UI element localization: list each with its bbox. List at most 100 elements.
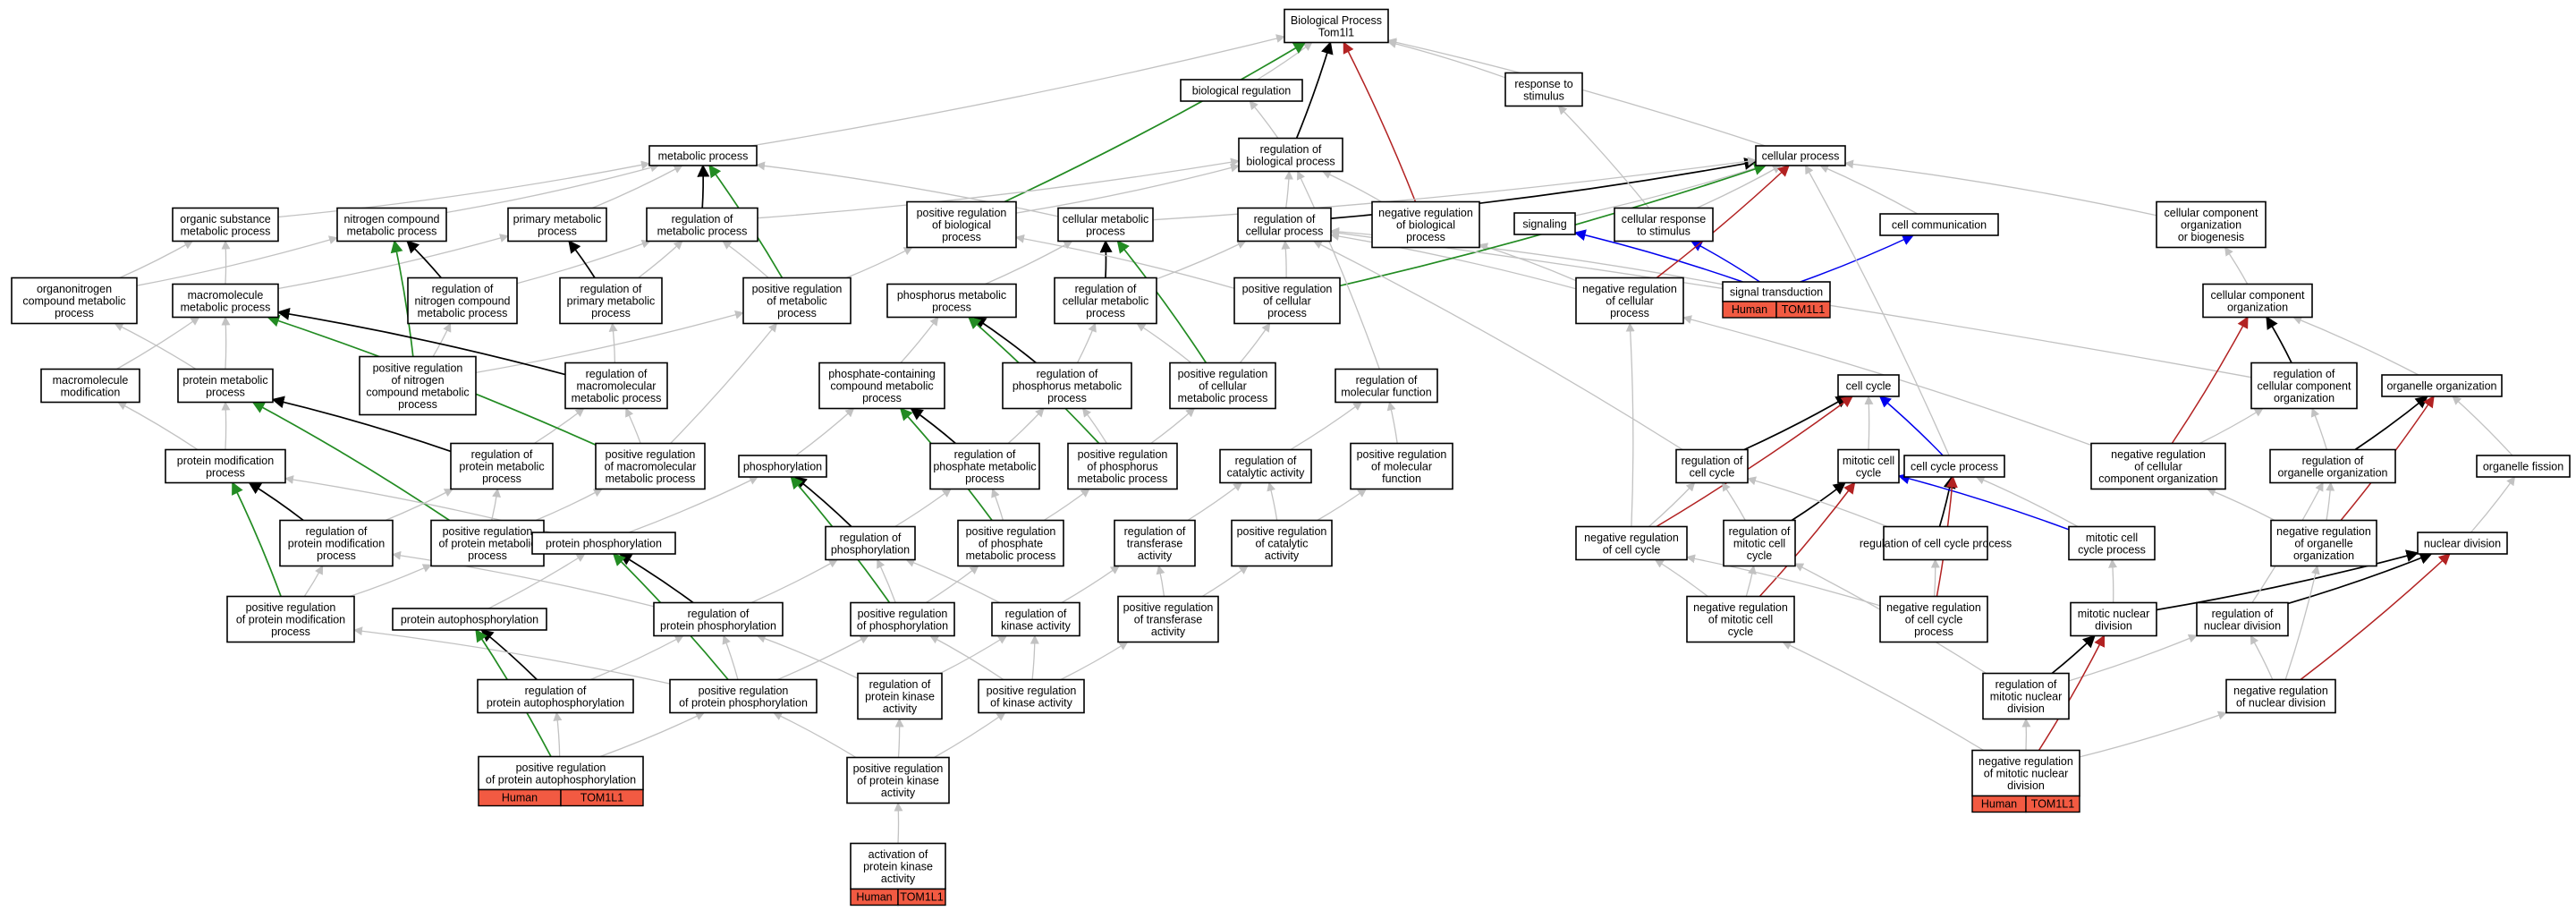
node-label-line: process [932,301,971,313]
node-label-line: compound metabolic [22,295,125,308]
go-term-node-signaling[interactable]: signaling [1513,212,1576,235]
go-term-node-reg_cc_process[interactable]: regulation of cell cycle process [1860,525,2012,561]
edge-reg_bio-to-bp [1295,41,1334,139]
node-label-line: activation of [869,848,928,861]
go-term-node-prot_autophos[interactable]: protein autophosphorylation [392,608,547,631]
go-term-node-org_fission[interactable]: organelle fission [2476,455,2571,478]
go-term-node-nuclear_div[interactable]: nuclear division [2417,532,2508,555]
node-label-line: modification [61,386,121,398]
edge-reg_phosphorylation-to-phosphorylation [793,476,852,528]
go-term-node-cell_cycle[interactable]: cell cycle [1837,374,1900,397]
go-term-node-bioreg[interactable]: biological regulation [1180,79,1303,102]
node-label-line: process [1610,307,1649,319]
go-term-node-cellular[interactable]: cellular process [1755,145,1846,166]
go-term-node-cell_comm[interactable]: cell communication [1879,213,1999,236]
node-label-line: protein metabolic [459,461,544,473]
go-term-node-sig_trans[interactable]: signal transduction [1722,281,1831,302]
edge-prot_metab-to-orgnitro [114,322,197,370]
edge-cell_metab-to-metab [756,161,1059,217]
edge-reg_org_org-to-organelle_org [2354,396,2428,451]
go-term-node-metab[interactable]: metabolic process [648,145,758,166]
go-term-node-organelle_org[interactable]: organelle organization [2381,374,2503,397]
go-term-node-prot_phos[interactable]: protein phosphorylation [531,532,676,555]
go-term-node-cc_process[interactable]: cell cycle process [1903,455,2005,478]
node-label-line: negative regulation [1582,283,1677,295]
go-term-node-phosphorylation[interactable]: phosphorylation [738,455,827,478]
node-box [1971,749,2080,797]
